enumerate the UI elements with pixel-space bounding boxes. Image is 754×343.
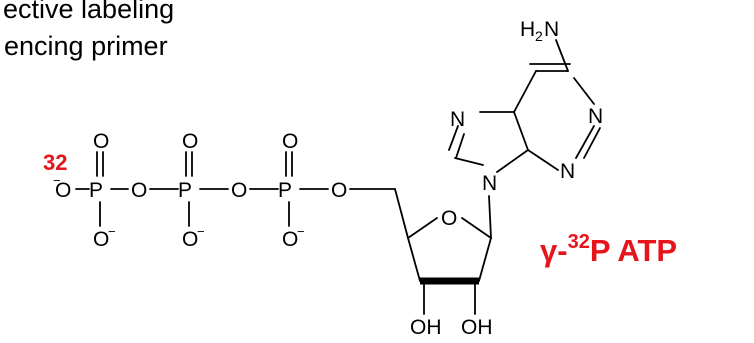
- oxygen-atom: O: [282, 228, 298, 251]
- oxygen-atom: O: [55, 179, 71, 202]
- negative-charge: −: [297, 224, 305, 239]
- oxygen-atom: O: [93, 228, 109, 251]
- amine-nitrogen: N: [544, 18, 559, 41]
- hydroxyl-3prime: OH: [410, 316, 442, 339]
- negative-charge: −: [197, 224, 205, 239]
- phosphorus-atom-beta: P: [178, 179, 192, 202]
- oxygen-atom: O: [182, 130, 198, 153]
- amine-hydrogen: H: [520, 18, 535, 41]
- phosphorus-atom-gamma: P: [278, 179, 292, 202]
- title-isotope-mass: 32: [568, 231, 590, 253]
- oxygen-atom: O: [93, 130, 109, 153]
- caption-line-2: encing primer: [4, 31, 168, 61]
- atom-labels: 32 O − P O O − O P O O − O P O O − O O O…: [43, 18, 603, 339]
- ring-oxygen-atom: O: [441, 207, 457, 230]
- hydroxyl-2prime: OH: [461, 316, 493, 339]
- negative-charge: −: [53, 173, 61, 188]
- nitrogen-atom-n3: N: [560, 160, 575, 183]
- negative-charge: −: [108, 224, 116, 239]
- title-prefix: γ-: [540, 233, 568, 268]
- ester-oxygen-atom: O: [331, 179, 347, 202]
- nitrogen-atom-n7: N: [450, 108, 465, 131]
- phosphorus-atom-alpha: P: [89, 179, 103, 202]
- bond-lines: [75, 39, 601, 315]
- nitrogen-atom-n1: N: [588, 105, 603, 128]
- isotope-mass-marker: 32: [43, 150, 67, 175]
- bridging-oxygen-atom: O: [131, 179, 147, 202]
- bridging-oxygen-atom: O: [231, 179, 247, 202]
- molecule-title: γ-32P ATP: [540, 231, 677, 268]
- oxygen-atom: O: [282, 130, 298, 153]
- amine-subscript: 2: [535, 28, 543, 44]
- oxygen-atom: O: [182, 228, 198, 251]
- title-suffix: P ATP: [590, 233, 677, 268]
- caption-line-1: ective labeling: [3, 0, 175, 24]
- nitrogen-atom-n9: N: [482, 172, 497, 195]
